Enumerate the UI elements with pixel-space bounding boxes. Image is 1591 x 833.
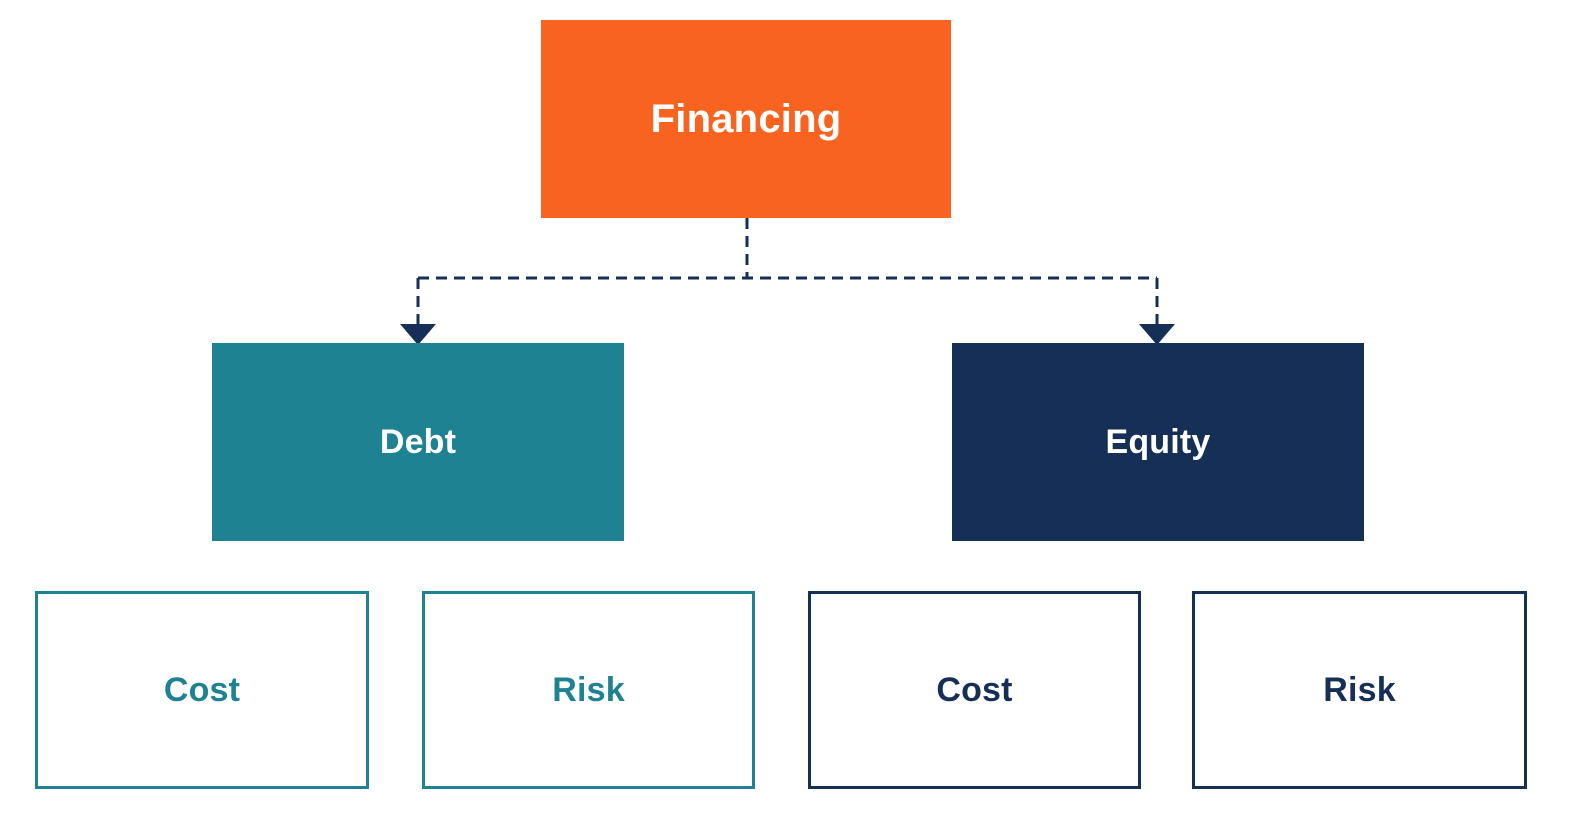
node-debt-cost-label: Cost (163, 670, 241, 709)
node-equity-risk-label: Risk (1323, 670, 1396, 709)
node-debt-risk[interactable]: Risk (422, 591, 755, 789)
node-equity-cost-label: Cost (936, 670, 1013, 709)
node-financing[interactable]: Financing (541, 20, 951, 218)
node-debt-risk-label: Risk (552, 670, 625, 709)
node-equity-label: Equity (1105, 422, 1211, 461)
node-debt-label: Debt (379, 422, 457, 461)
node-debt[interactable]: Debt (212, 343, 624, 541)
node-equity-cost[interactable]: Cost (808, 591, 1141, 789)
node-debt-cost[interactable]: Cost (35, 591, 369, 789)
node-equity[interactable]: Equity (952, 343, 1364, 541)
node-financing-label: Financing (650, 97, 842, 141)
node-equity-risk[interactable]: Risk (1192, 591, 1527, 789)
arrowhead-debt-icon (400, 324, 436, 345)
arrowhead-equity-icon (1139, 324, 1175, 345)
